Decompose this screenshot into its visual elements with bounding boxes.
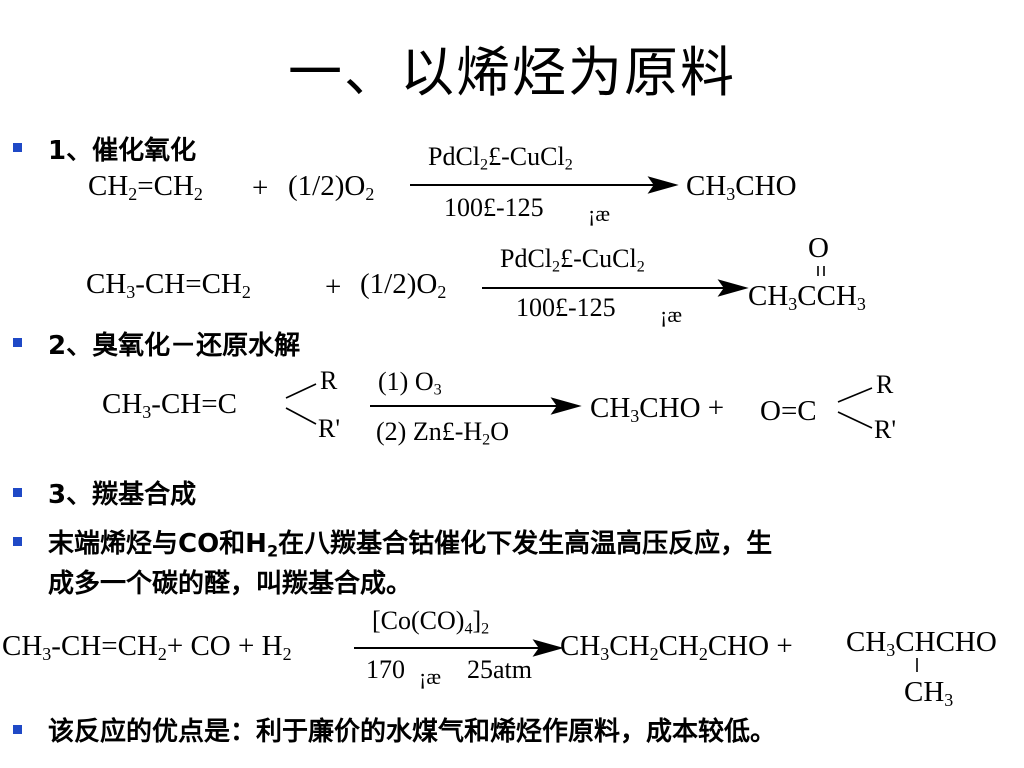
r2-carbonyl-oxygen: O bbox=[808, 232, 829, 264]
r4-reactants: CH3-CH=CH2+ CO + H2 bbox=[2, 630, 292, 665]
r3-product-substituent-r-prime: R' bbox=[874, 415, 897, 444]
r1-catalyst: PdCl2£-CuCl2 bbox=[428, 142, 573, 174]
heading-hydroformylation: 3、羰基合成 bbox=[48, 480, 197, 510]
heading-ozonolysis: 2、臭氧化－还原水解 bbox=[48, 331, 301, 361]
r3-reactant: CH3-CH=C bbox=[102, 388, 237, 423]
r2-temperature: 100£-125 bbox=[516, 293, 616, 322]
r1-plus: + bbox=[252, 172, 269, 204]
r1-arrowhead bbox=[647, 176, 679, 194]
r1-product-acetaldehyde: CH3CHO bbox=[686, 170, 797, 205]
r2-product-acetone: CH3CCH3 bbox=[748, 280, 866, 315]
r3-product-aldehyde: CH3CHO + bbox=[590, 392, 725, 427]
r1-oxygen: (1/2)O2 bbox=[288, 170, 375, 205]
r3-product-bond-to-r-prime bbox=[837, 411, 873, 429]
r4-product-butanal: CH3CH2CH2CHO + bbox=[560, 630, 793, 665]
r3-substituent-r-prime: R' bbox=[318, 414, 341, 443]
bullet-marker bbox=[13, 537, 22, 546]
heading-catalytic-oxidation: 1、催化氧化 bbox=[48, 136, 197, 166]
bullet-marker bbox=[13, 143, 22, 152]
r3-step2-zinc-water: (2) Zn£-H2O bbox=[376, 417, 509, 449]
r3-product-ketone: O=C bbox=[760, 395, 817, 427]
r2-oxygen: (1/2)O2 bbox=[360, 268, 447, 303]
r1-temperature-unit: ¡æ bbox=[588, 201, 610, 226]
r4-catalyst: [Co(CO)4]2 bbox=[372, 606, 490, 638]
bullet-marker bbox=[13, 338, 22, 347]
r3-bond-to-r bbox=[285, 383, 317, 399]
r3-substituent-r: R bbox=[320, 366, 338, 395]
r1-reactant-ethylene: CH2=CH2 bbox=[88, 170, 203, 205]
bullet-marker bbox=[13, 725, 22, 734]
r4-product-methyl-branch: CH3 bbox=[904, 676, 954, 711]
r4-product-isobutanal: CH3CHCHO bbox=[846, 626, 997, 661]
bullet-marker bbox=[13, 488, 22, 497]
r2-plus: + bbox=[325, 271, 342, 303]
r4-temperature-unit: ¡æ bbox=[419, 664, 441, 689]
page-title: 一、以烯烃为原料 bbox=[288, 41, 736, 104]
r1-temperature: 100£-125 bbox=[444, 193, 544, 222]
r4-arrowhead bbox=[532, 639, 564, 657]
r3-product-substituent-r: R bbox=[876, 370, 894, 399]
r4-pressure: 25atm bbox=[467, 655, 532, 684]
r2-reactant-propylene: CH3-CH=CH2 bbox=[86, 268, 251, 303]
r3-arrowhead bbox=[550, 397, 582, 415]
summary-text: 该反应的优点是：利于廉价的水煤气和烯烃作原料，成本较低。 bbox=[48, 717, 777, 747]
hydroformylation-description-line2: 成多一个碳的醛，叫羰基合成。 bbox=[48, 569, 413, 599]
r4-temperature: 170 bbox=[366, 655, 405, 684]
r3-product-bond-to-r bbox=[837, 387, 873, 403]
r2-catalyst: PdCl2£-CuCl2 bbox=[500, 244, 645, 276]
r3-bond-to-r-prime bbox=[285, 407, 317, 425]
r2-temperature-unit: ¡æ bbox=[660, 302, 682, 327]
r2-arrowhead bbox=[717, 279, 749, 297]
hydroformylation-description: 末端烯烃与CO和H2在八羰基合钴催化下发生高温高压反应，生 bbox=[48, 529, 773, 561]
r3-step1-ozone: (1) O3 bbox=[378, 367, 442, 399]
